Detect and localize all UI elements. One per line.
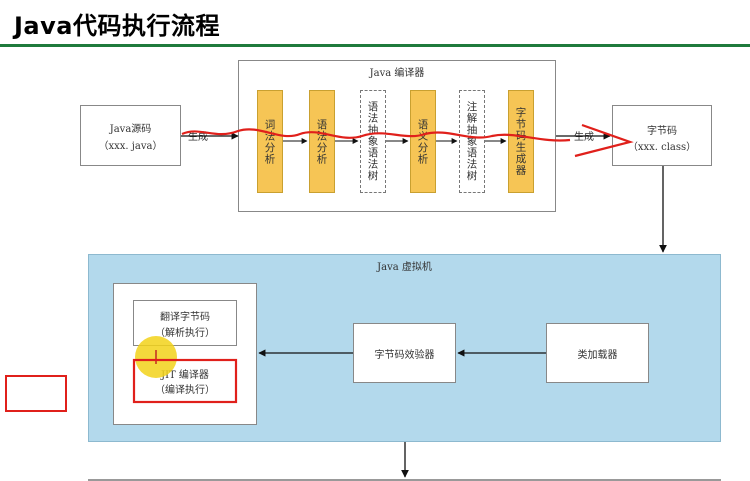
stage-lexical: 词法分析 xyxy=(257,90,283,193)
title-underline xyxy=(0,44,750,47)
source-line1: Java源码 xyxy=(109,124,152,135)
page-title: Java代码执行流程 xyxy=(14,12,220,40)
jit-line2: （编译执行） xyxy=(155,385,215,396)
verifier-box xyxy=(353,323,456,383)
generate-label-right: 生成 xyxy=(574,132,594,143)
stage-bytecode-gen: 字节码生成器 xyxy=(508,90,534,193)
jit-line1: JIT 编译器 xyxy=(161,370,209,381)
compiler-title: Java 编译器 xyxy=(369,68,425,79)
red-empty-box xyxy=(5,375,67,412)
stage-annotated-ast: 注解抽象语法树 xyxy=(459,90,485,193)
generate-label-left: 生成 xyxy=(188,132,208,143)
bytecode-line2: （xxx. class） xyxy=(627,142,697,153)
source-line2: （xxx. java） xyxy=(98,141,163,152)
red-scribble-arrowhead xyxy=(574,123,634,158)
verifier-label: 字节码效验器 xyxy=(374,350,435,361)
stage-syntax: 语法分析 xyxy=(309,90,335,193)
bytecode-line1: 字节码 xyxy=(647,126,677,137)
class-loader-label: 类加载器 xyxy=(577,350,618,361)
jit-highlight-box xyxy=(132,358,238,404)
interpreter-line2: （解析执行） xyxy=(155,328,215,339)
red-scribble-line xyxy=(181,128,571,142)
jvm-title: Java 虚拟机 xyxy=(377,262,432,273)
interpreter-line1: 翻译字节码 xyxy=(160,312,210,323)
stage-semantic: 语义分析 xyxy=(410,90,436,193)
source-box xyxy=(80,105,181,166)
stage-ast: 语法抽象语法树 xyxy=(360,90,386,193)
class-loader-box xyxy=(546,323,649,383)
bytecode-box xyxy=(612,105,712,166)
